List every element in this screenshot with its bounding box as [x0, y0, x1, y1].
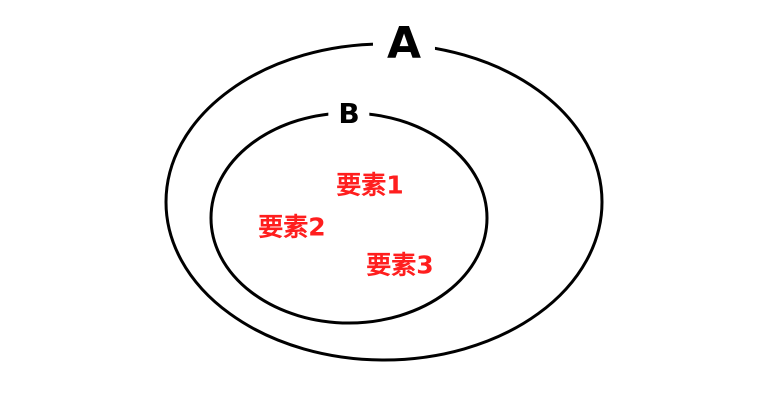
set-b-ellipse — [209, 111, 489, 325]
set-a-ellipse — [164, 42, 604, 362]
set-b-label: B — [328, 100, 370, 128]
set-a-label: A — [372, 22, 436, 66]
element-3-label: 要素3 — [366, 250, 434, 280]
element-2-label: 要素2 — [258, 212, 326, 242]
element-1-label: 要素1 — [336, 170, 404, 200]
